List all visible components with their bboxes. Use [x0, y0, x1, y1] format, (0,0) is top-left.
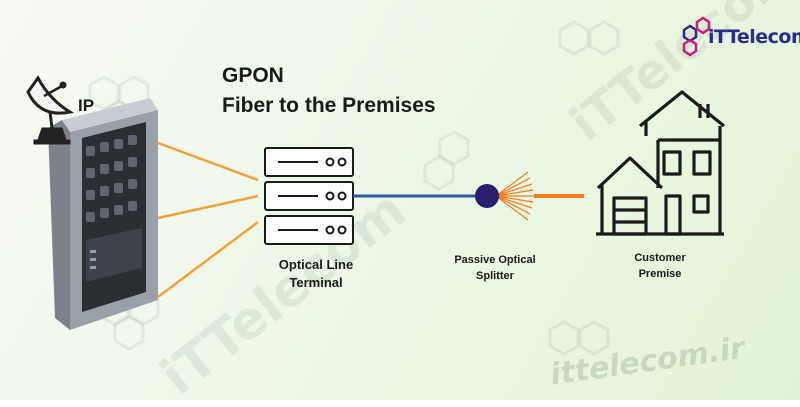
diagram-title: GPON: [222, 64, 284, 87]
copper-links: [157, 141, 259, 298]
diagram-subtitle: Fiber to the Premises: [222, 94, 436, 117]
optical-line-terminal-icon: [264, 147, 354, 245]
customer-label: Customer Premise: [610, 250, 710, 282]
ip-label: IP: [78, 96, 95, 115]
hexagon-cluster-icon: [682, 16, 711, 57]
server-rack-icon: [48, 98, 158, 330]
olt-label-line1: Optical Line: [278, 257, 354, 272]
brand-logo: iTTelecom: [708, 26, 800, 48]
splitter-label: Passive Optical Splitter: [440, 252, 550, 284]
splitter-label-line1: Passive Optical: [454, 254, 536, 266]
olt-label-line2: Terminal: [289, 275, 343, 290]
olt-label: Optical Line Terminal: [256, 256, 376, 292]
passive-splitter-icon: [475, 171, 534, 221]
satellite-dish-icon: [26, 75, 75, 145]
splitter-label-line2: Splitter: [476, 270, 514, 282]
customer-label-line1: Customer: [634, 252, 686, 264]
house-icon: [596, 90, 726, 236]
customer-label-line2: Premise: [638, 268, 682, 280]
